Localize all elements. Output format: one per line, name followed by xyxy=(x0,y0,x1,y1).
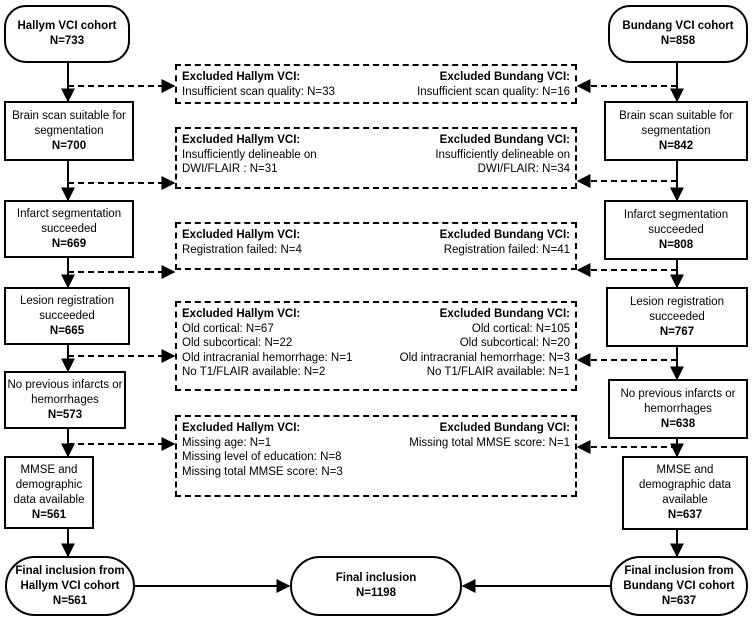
bundang-cohort-n: N=858 xyxy=(660,35,696,47)
exclusion-bundang-line: Old cortical: N=105 xyxy=(471,322,570,335)
hallym-segmentation-box: Infarct segmentation succeeded N=669 xyxy=(4,200,134,258)
hallym-cohort-box: Hallym VCI cohort N=733 xyxy=(4,5,130,63)
bundang-cohort-label: Bundang VCI cohort xyxy=(622,20,734,32)
hallym-segmentation-label: Infarct segmentation succeeded xyxy=(16,207,122,235)
exclusion-box-registration: Excluded Hallym VCI: Registration failed… xyxy=(175,222,577,270)
bundang-scan-suitable-box: Brain scan suitable for segmentation N=8… xyxy=(604,101,748,161)
bundang-cohort-box: Bundang VCI cohort N=858 xyxy=(608,5,748,63)
final-inclusion-box: Final inclusion N=1198 xyxy=(290,556,462,616)
exclusion-hallym-col: Excluded Hallym VCI: Old cortical: N=67 … xyxy=(182,307,352,380)
exclusion-hallym-line: DWI/FLAIR : N=31 xyxy=(182,163,278,175)
exclusion-hallym-title: Excluded Hallym VCI: xyxy=(182,229,301,241)
exclusion-bundang-title: Excluded Bundang VCI: xyxy=(439,229,570,241)
exclusion-hallym-col: Excluded Hallym VCI: Registration failed… xyxy=(182,228,302,257)
hallym-registration-n: N=665 xyxy=(49,324,85,337)
hallym-mmse-n: N=561 xyxy=(31,508,67,521)
exclusion-bundang-line: DWI/FLAIR: N=34 xyxy=(477,163,570,175)
exclusion-hallym-line: Old cortical: N=67 xyxy=(182,322,274,335)
exclusion-box-missing-data: Excluded Hallym VCI: Missing age: N=1 Mi… xyxy=(175,415,577,497)
hallym-scan-suitable-n: N=700 xyxy=(51,139,87,152)
exclusion-hallym-line: Insufficiently delineable on xyxy=(182,148,317,161)
exclusion-hallym-line: Insufficient scan quality: N=33 xyxy=(182,85,335,98)
exclusion-bundang-title: Excluded Bundang VCI: xyxy=(439,308,570,320)
exclusion-bundang-line: Insufficiently delineable on xyxy=(435,148,570,161)
exclusion-hallym-line: Registration failed: N=4 xyxy=(182,243,302,256)
exclusion-bundang-col: Excluded Bundang VCI: Registration faile… xyxy=(440,228,570,257)
exclusion-hallym-title: Excluded Hallym VCI: xyxy=(182,308,301,320)
bundang-no-previous-label: No previous infarcts or hemorrhages xyxy=(620,387,736,415)
hallym-final-label: Final inclusion from Hallym VCI cohort xyxy=(15,564,125,592)
exclusion-bundang-col: Excluded Bundang VCI: Missing total MMSE… xyxy=(409,421,570,450)
bundang-segmentation-label: Infarct segmentation succeeded xyxy=(623,208,729,236)
exclusion-box-scan-quality: Excluded Hallym VCI: Insufficient scan q… xyxy=(175,64,577,104)
bundang-segmentation-box: Infarct segmentation succeeded N=808 xyxy=(604,200,748,260)
hallym-no-previous-n: N=573 xyxy=(47,408,83,421)
hallym-scan-suitable-box: Brain scan suitable for segmentation N=7… xyxy=(4,101,134,161)
bundang-mmse-box: MMSE and demographic data available N=63… xyxy=(622,456,748,530)
hallym-segmentation-n: N=669 xyxy=(51,237,87,250)
bundang-registration-label: Lesion registration succeeded xyxy=(630,295,724,323)
exclusion-bundang-line: Registration failed: N=41 xyxy=(443,243,570,256)
exclusion-hallym-title: Excluded Hallym VCI: xyxy=(182,422,301,434)
hallym-registration-box: Lesion registration succeeded N=665 xyxy=(4,287,130,345)
hallym-cohort-n: N=733 xyxy=(49,35,85,47)
bundang-mmse-n: N=637 xyxy=(667,509,703,521)
exclusion-hallym-line: Missing level of education: N=8 xyxy=(182,451,342,463)
exclusion-bundang-line: Old intracranial hemorrhage: N=3 xyxy=(399,351,570,364)
bundang-no-previous-n: N=638 xyxy=(660,417,696,430)
bundang-mmse-label: MMSE and demographic data available xyxy=(638,464,732,506)
bundang-registration-n: N=767 xyxy=(659,325,695,338)
exclusion-bundang-line: Old subcortical: N=20 xyxy=(459,337,570,349)
exclusion-hallym-line: Old intracranial hemorrhage: N=1 xyxy=(182,351,353,364)
bundang-scan-suitable-n: N=842 xyxy=(658,139,694,152)
hallym-final-box: Final inclusion from Hallym VCI cohort N… xyxy=(5,556,135,616)
bundang-final-n: N=637 xyxy=(661,594,697,607)
bundang-scan-suitable-label: Brain scan suitable for segmentation xyxy=(619,109,733,137)
exclusion-hallym-line: Old subcortical: N=22 xyxy=(182,337,293,349)
hallym-mmse-label: MMSE and demographic data available xyxy=(13,463,85,506)
hallym-registration-label: Lesion registration succeeded xyxy=(20,294,114,322)
hallym-final-n: N=561 xyxy=(52,594,88,607)
hallym-scan-suitable-label: Brain scan suitable for segmentation xyxy=(12,109,126,137)
exclusion-box-delineable: Excluded Hallym VCI: Insufficiently deli… xyxy=(175,127,577,189)
exclusion-hallym-col: Excluded Hallym VCI: Insufficiently deli… xyxy=(182,133,317,177)
exclusion-bundang-title: Excluded Bundang VCI: xyxy=(439,134,570,146)
exclusion-bundang-title: Excluded Bundang VCI: xyxy=(439,422,570,434)
bundang-final-box: Final inclusion from Bundang VCI cohort … xyxy=(610,556,748,616)
hallym-cohort-label: Hallym VCI cohort xyxy=(17,20,117,32)
exclusion-bundang-line: Insufficient scan quality: N=16 xyxy=(417,85,570,98)
exclusion-bundang-line: No T1/FLAIR available: N=1 xyxy=(426,366,570,378)
exclusion-bundang-col: Excluded Bundang VCI: Old cortical: N=10… xyxy=(400,307,570,380)
bundang-no-previous-box: No previous infarcts or hemorrhages N=63… xyxy=(608,379,748,439)
hallym-no-previous-label: No previous infarcts or hemorrhages xyxy=(7,378,123,406)
bundang-final-label: Final inclusion from Bundang VCI cohort xyxy=(623,564,735,592)
exclusion-hallym-line: Missing total MMSE score: N=3 xyxy=(182,465,343,478)
bundang-segmentation-n: N=808 xyxy=(658,238,694,251)
exclusion-bundang-title: Excluded Bundang VCI: xyxy=(439,71,570,83)
exclusion-box-previous-lesions: Excluded Hallym VCI: Old cortical: N=67 … xyxy=(175,301,577,391)
exclusion-bundang-line: Missing total MMSE score: N=1 xyxy=(409,436,570,449)
hallym-no-previous-box: No previous infarcts or hemorrhages N=57… xyxy=(4,371,126,429)
final-inclusion-label: Final inclusion xyxy=(335,572,417,584)
final-inclusion-n: N=1198 xyxy=(356,587,396,599)
exclusion-bundang-col: Excluded Bundang VCI: Insufficiently del… xyxy=(435,133,570,177)
exclusion-hallym-title: Excluded Hallym VCI: xyxy=(182,71,301,83)
exclusion-hallym-line: Missing age: N=1 xyxy=(182,436,272,449)
hallym-mmse-box: MMSE and demographic data available N=56… xyxy=(4,456,94,529)
exclusion-bundang-col: Excluded Bundang VCI: Insufficient scan … xyxy=(417,70,570,99)
bundang-registration-box: Lesion registration succeeded N=767 xyxy=(606,287,748,347)
exclusion-hallym-title: Excluded Hallym VCI: xyxy=(182,134,301,146)
exclusion-hallym-col: Excluded Hallym VCI: Insufficient scan q… xyxy=(182,70,335,99)
exclusion-hallym-line: No T1/FLAIR available: N=2 xyxy=(182,366,326,378)
exclusion-hallym-col: Excluded Hallym VCI: Missing age: N=1 Mi… xyxy=(182,421,343,479)
